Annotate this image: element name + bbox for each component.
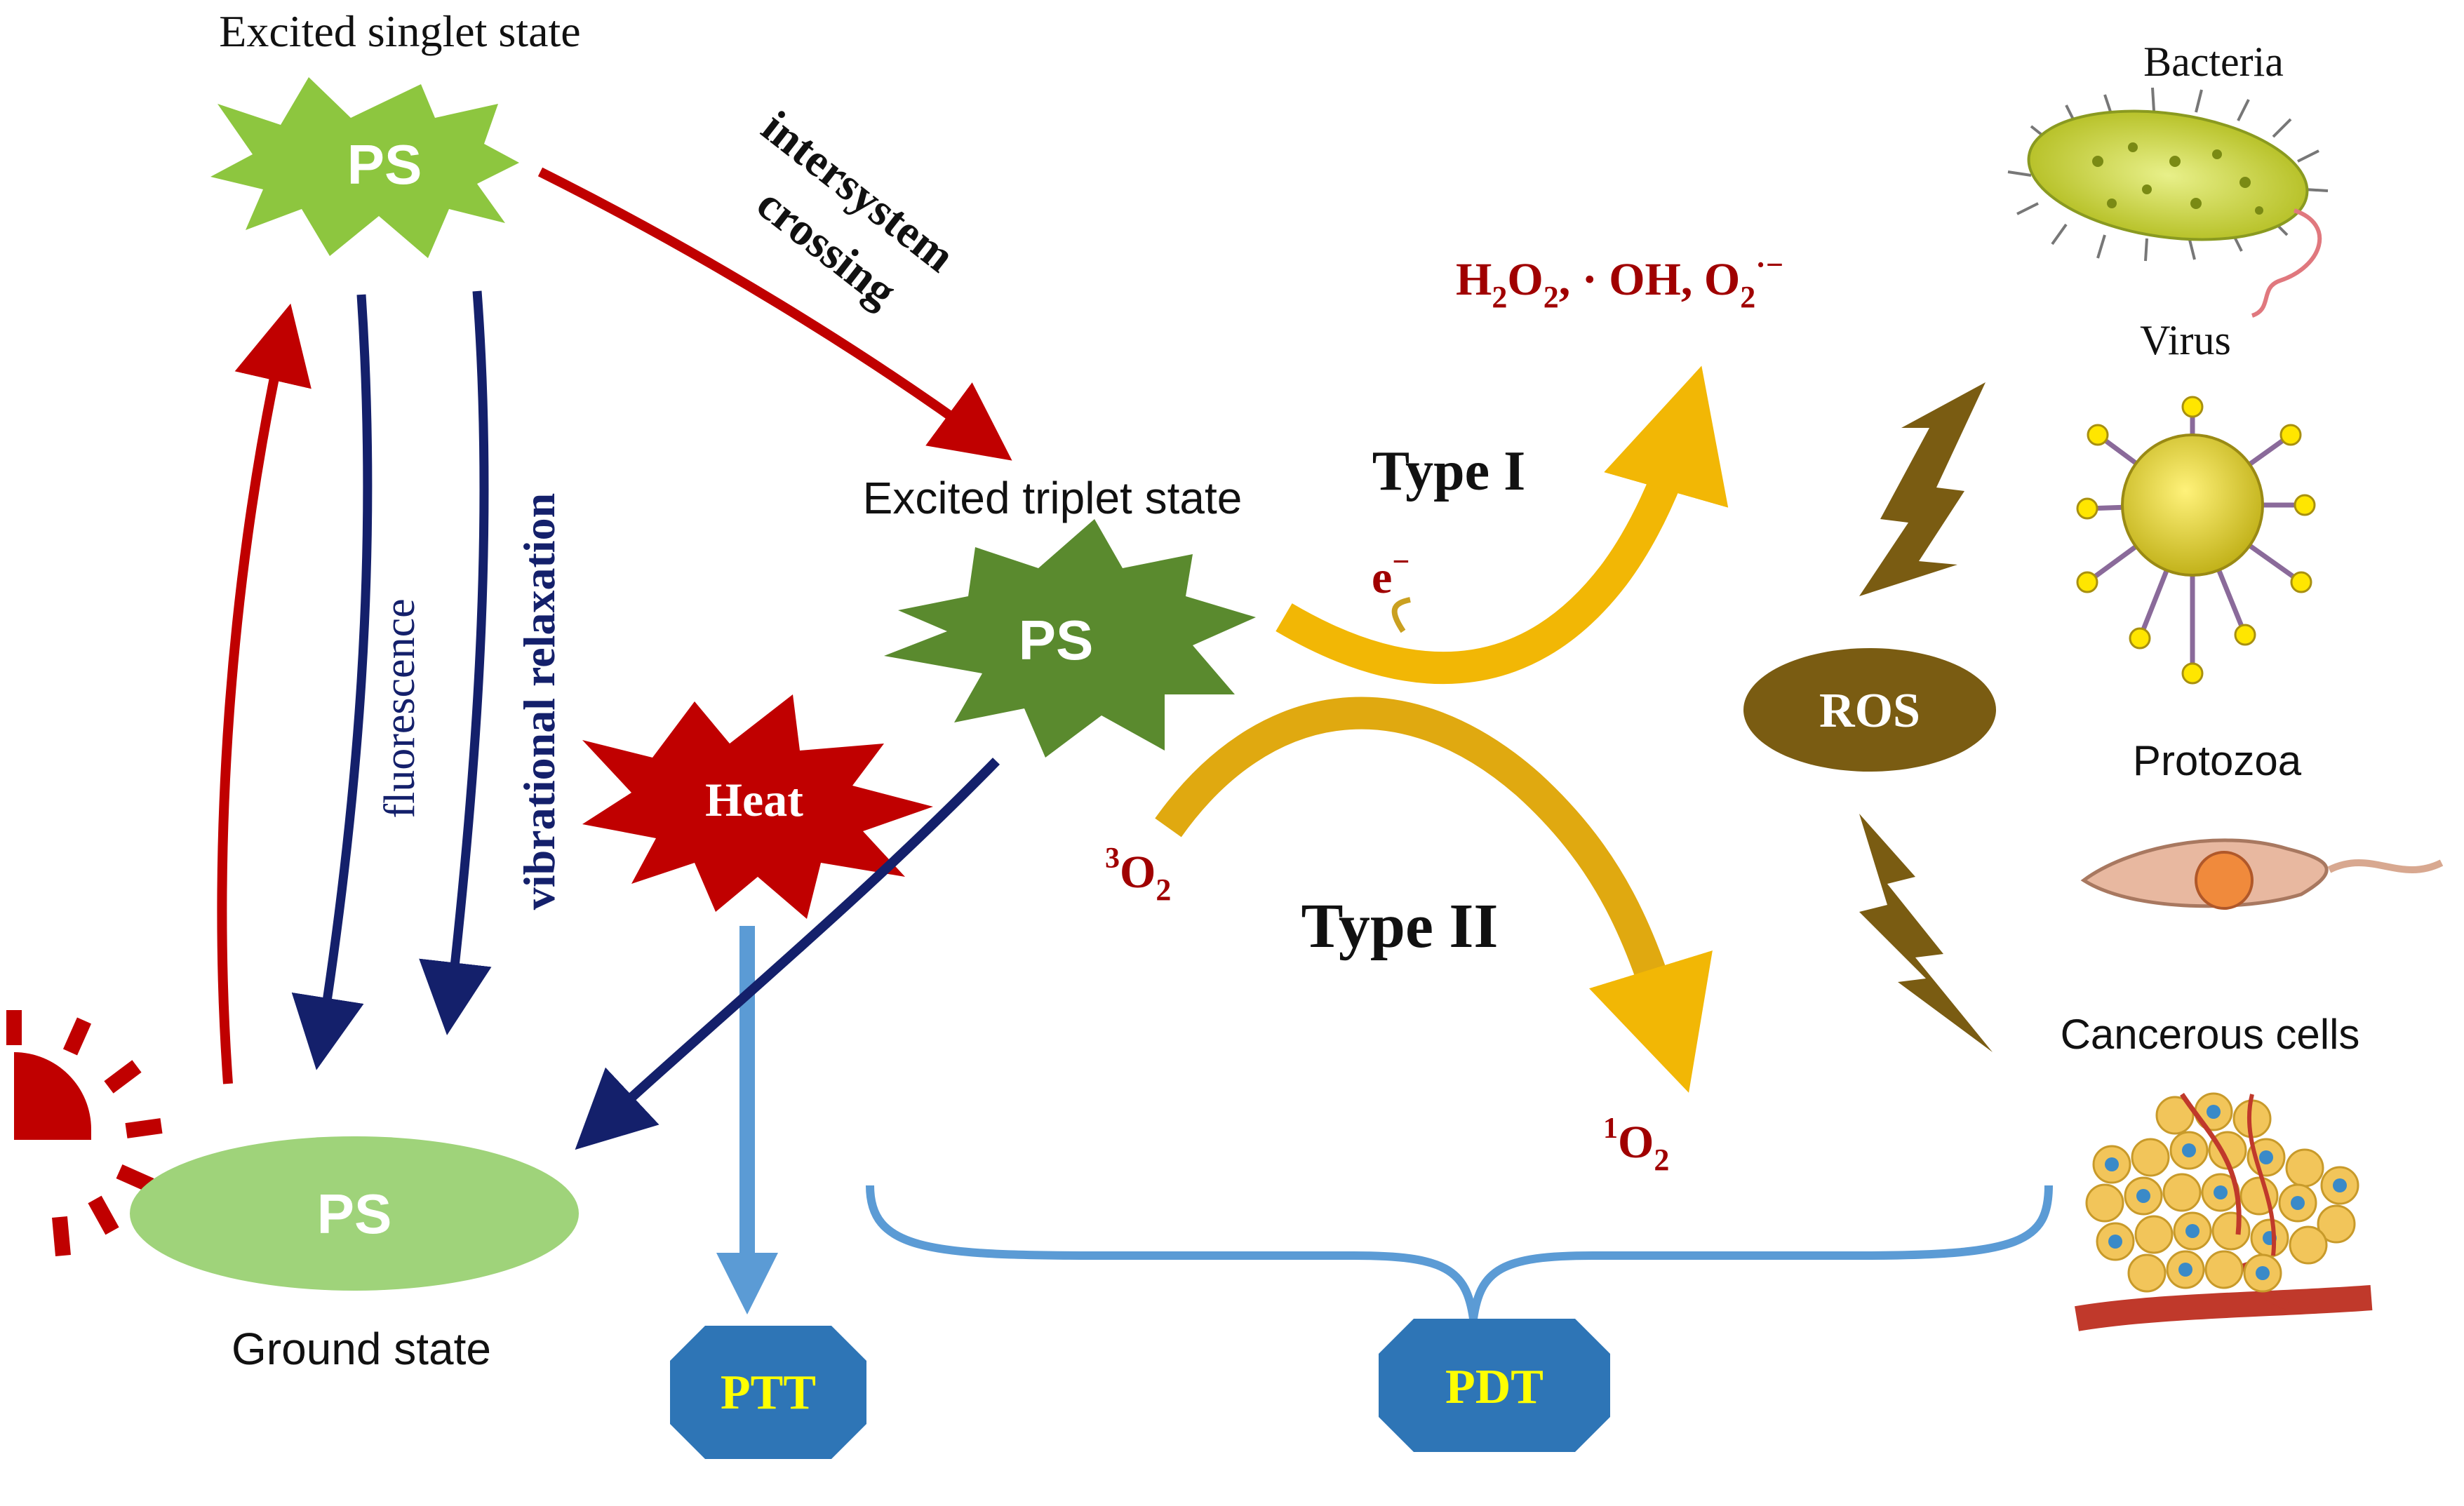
absorption-arrow [217, 303, 312, 1084]
ps-ground-ellipse [130, 1136, 579, 1291]
singlet-oxygen-label: 1O2 [1603, 1112, 1669, 1177]
heat-star [582, 694, 933, 919]
virus-label: Virus [2140, 317, 2231, 363]
ros-species-label: H2O2, · OH, O2·− [1456, 248, 1783, 314]
sun-icon [6, 1010, 163, 1256]
cancer-cells-illustration [2075, 1092, 2373, 1331]
lightning-bolt-lower [1859, 814, 1993, 1052]
fluorescence-arrow [291, 294, 373, 1070]
pdt-brace [866, 1185, 2053, 1319]
excited-singlet-label: Excited singlet state [219, 6, 580, 56]
ps-ground-text: PS [317, 1183, 392, 1245]
lightning-bolt-upper [1859, 382, 1986, 596]
triplet-to-ground-arrow [575, 758, 1000, 1150]
bacteria-label: Bacteria [2143, 39, 2284, 85]
vibrational-relaxation-arrow [419, 290, 492, 1035]
ps-triplet-text: PS [1019, 609, 1094, 671]
ptt-box [670, 1326, 866, 1459]
electron-hook [1391, 597, 1411, 633]
electron-label: e− [1372, 544, 1410, 603]
fluorescence-label: fluorescence [376, 598, 424, 818]
bacteria-illustration [2007, 87, 2329, 318]
virus-illustration [2076, 396, 2316, 685]
cancer-cells-label: Cancerous cells [2061, 1011, 2360, 1058]
ros-text: ROS [1819, 684, 1920, 738]
ps-triplet-star [884, 519, 1256, 758]
ps-singlet-star [210, 77, 519, 258]
type1-label: Type I [1372, 441, 1526, 502]
ps-singlet-text: PS [347, 133, 422, 196]
pdt-text: PDT [1445, 1360, 1544, 1414]
pdt-box [1379, 1319, 1610, 1452]
type2-label: Type II [1301, 892, 1499, 961]
ptt-text: PTT [721, 1366, 816, 1420]
heat-text: Heat [705, 773, 803, 826]
vibrational-relaxation-label: vibrational relaxation [514, 493, 564, 910]
type1-arrow [1275, 365, 1729, 685]
protozoa-illustration [2080, 838, 2444, 910]
excited-triplet-label: Excited triplet state [863, 473, 1243, 523]
triplet-oxygen-label: 3O2 [1105, 842, 1171, 907]
type2-arrow [1155, 697, 1713, 1093]
protozoa-label: Protozoa [2133, 737, 2302, 784]
ground-state-label: Ground state [232, 1324, 491, 1374]
ros-ellipse [1743, 648, 1996, 772]
intersystem-crossing-arrow [537, 167, 1012, 461]
